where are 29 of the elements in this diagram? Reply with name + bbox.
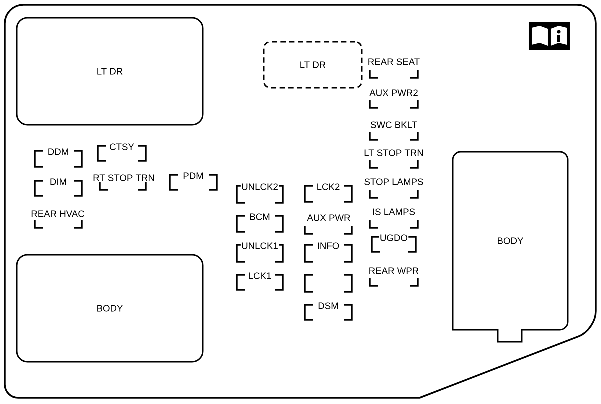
relay-box: LT DR <box>16 17 204 126</box>
fuse-slot: CTSY <box>97 142 147 162</box>
relay-box: BODY <box>452 151 569 343</box>
fuse-slot: AUX PWR2 <box>368 89 420 109</box>
fuse-slot: REAR SEAT <box>367 58 421 79</box>
fuse-slot: STOP LAMPS <box>364 178 424 199</box>
fuse-slot: DDM <box>34 146 83 168</box>
fuse-slot: DIM <box>34 176 83 197</box>
fuse-slot: PDM <box>169 170 218 191</box>
fuse-slot: UGDO <box>371 232 417 253</box>
fuse-slot: REAR HVAC <box>30 210 86 229</box>
fuse-slot: SWC BKLT <box>369 121 419 141</box>
fuse-slot: INFO <box>304 240 353 263</box>
fuse-slot: AUX PWR <box>304 214 353 235</box>
relay-box: BODY <box>16 254 204 363</box>
relay-box: LT DR <box>263 41 363 89</box>
fuse-slot: UNLCK2 <box>236 182 284 204</box>
node-label: UNLCK2 <box>242 184 278 190</box>
fuse-slot: LCK2 <box>304 182 353 203</box>
fuse-slot: DSM <box>304 300 353 321</box>
node-label: UNLCK1 <box>242 242 278 250</box>
fuse-slot: BCM <box>236 212 284 233</box>
fuse-slot: LT STOP TRN <box>363 149 425 169</box>
fuse-slot: UNLCK1 <box>236 240 284 263</box>
fuse-slot: RT STOP TRN <box>92 174 156 191</box>
fuse-slot: IS LAMPS <box>369 208 419 229</box>
fuse-slot: REAR WPR <box>368 267 420 287</box>
fuse-slot: LCK1 <box>236 270 284 291</box>
node-label: UGDO <box>380 234 408 242</box>
